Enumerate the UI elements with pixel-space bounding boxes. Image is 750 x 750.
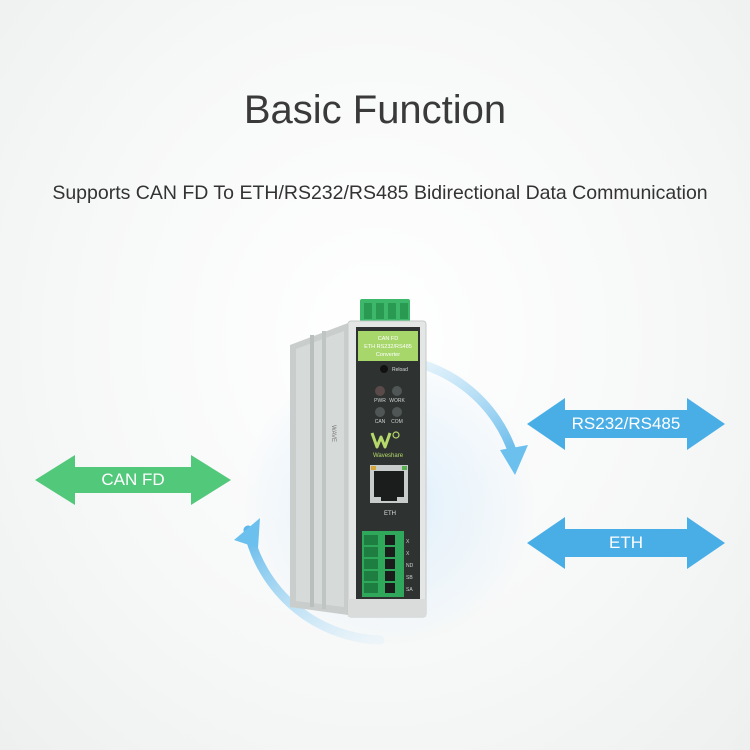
pwr-label: PWR xyxy=(374,398,386,404)
eth-label: ETH xyxy=(609,533,643,552)
terminal-label-1: X xyxy=(406,539,410,545)
waveshare-logo-icon xyxy=(370,432,392,449)
can-fd-arrow: CAN FD xyxy=(35,455,231,505)
eth-port-label: ETH xyxy=(384,511,396,517)
rs232-rs485-label: RS232/RS485 xyxy=(571,414,681,433)
device-label xyxy=(358,331,418,361)
com-label: COM xyxy=(391,419,403,425)
com-led xyxy=(392,407,402,417)
work-led xyxy=(392,386,402,396)
device-label-line2: ETH RS232/RS485 xyxy=(364,344,412,350)
can-label: CAN xyxy=(375,419,386,425)
converter-device: WAVE CAN FD ETH RS232/RS485 Converter Re… xyxy=(290,299,427,618)
cycle-arrowhead-right xyxy=(500,445,528,475)
terminal-label-3: ND xyxy=(406,563,414,569)
work-label: WORK xyxy=(389,398,405,404)
page-title: Basic Function xyxy=(243,88,507,132)
can-led xyxy=(375,407,385,417)
page-subtitle: Supports CAN FD To ETH/RS232/RS485 Bidir… xyxy=(52,182,708,204)
svg-text:WAVE: WAVE xyxy=(330,425,336,442)
device-label-line1: CAN FD xyxy=(378,336,399,342)
can-fd-label: CAN FD xyxy=(101,470,165,489)
reload-button xyxy=(380,365,388,373)
brand-label: Waveshare xyxy=(373,453,404,459)
eth-arrow: ETH xyxy=(527,517,725,569)
terminal-label-4: SB xyxy=(406,575,413,581)
device-label-line3: Converter xyxy=(376,352,400,358)
terminal-label-2: X xyxy=(406,551,410,557)
reload-label: Reload xyxy=(392,367,408,373)
pwr-led xyxy=(375,386,385,396)
rs232-rs485-arrow: RS232/RS485 xyxy=(527,398,725,450)
cycle-arrowhead-left xyxy=(234,518,260,548)
terminal-label-5: SA xyxy=(406,587,413,593)
top-terminal-block xyxy=(360,299,410,325)
